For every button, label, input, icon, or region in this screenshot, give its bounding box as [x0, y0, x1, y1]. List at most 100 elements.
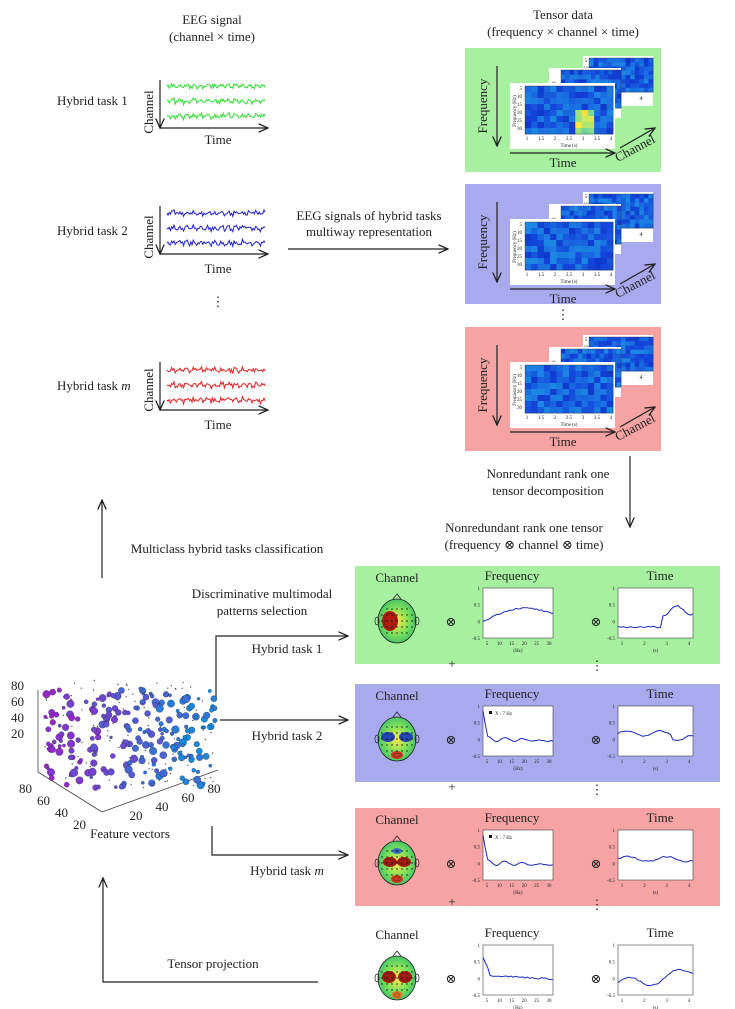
- otimes-1: ⊗: [446, 856, 457, 871]
- spectro-front-xtick: 3.5: [594, 416, 601, 421]
- scatter-point: [202, 725, 207, 730]
- discriminative-line1: Discriminative multimodal: [192, 586, 333, 601]
- scatter-point: [143, 770, 147, 775]
- spectro-front-xtick: 1.5: [538, 137, 545, 142]
- scatter-point: [66, 731, 75, 740]
- head-topomap: [374, 835, 420, 886]
- spectro-front-xtick: 2.5: [566, 137, 573, 142]
- eeg-ellipsis: ⋮: [212, 294, 225, 309]
- factor-curve: [617, 729, 694, 742]
- factor-xtick: 3: [665, 999, 668, 1004]
- tensor-header-line2: (frequency × channel × time): [487, 24, 639, 39]
- scatter-point: [169, 731, 175, 736]
- scatter-point: [94, 750, 98, 754]
- scatter-point: [103, 721, 110, 728]
- scatter-dust: [108, 779, 111, 781]
- factor-ytick: 1: [613, 829, 616, 834]
- factor-xtick: 4: [688, 999, 691, 1004]
- eeg-block-1: Channel Time: [141, 80, 268, 147]
- ellipsis-3: ⋮: [591, 897, 604, 912]
- factor-ytick: 0: [478, 862, 481, 867]
- scatter-dust: [80, 687, 82, 689]
- scatter-dust: [195, 709, 197, 711]
- scatter-dust: [85, 762, 87, 764]
- scatter-point: [148, 742, 154, 748]
- spectro-front-xtick: 1: [526, 416, 529, 421]
- scatter-dust: [122, 708, 125, 710]
- scatter-dust: [106, 735, 109, 737]
- scatter-dust: [151, 768, 153, 771]
- scatter-point: [129, 754, 139, 763]
- ellipsis-1: ⋮: [591, 658, 604, 673]
- scatter-dust: [118, 746, 120, 749]
- spectro-front-xtick: 2: [554, 273, 557, 278]
- spectro-front-ytick: 10: [517, 95, 523, 100]
- spectro-front-xtick: 4: [610, 137, 613, 142]
- factor-xtick: 2: [643, 999, 646, 1004]
- scatter-point: [155, 716, 161, 722]
- factor-ytick: 0: [613, 977, 616, 982]
- factor-xtick: 2: [643, 642, 646, 647]
- scatter-point: [196, 753, 204, 761]
- scatter-point: [182, 778, 190, 785]
- spectro-back-tick: 4: [640, 96, 643, 102]
- eegm-wave-1: [166, 365, 266, 375]
- spectro-back-tick: 4: [640, 232, 643, 238]
- scatter-z-tick: 40: [11, 710, 24, 725]
- scatter-point: [165, 716, 173, 724]
- scatter-point: [67, 739, 76, 748]
- factor-xtick: 30: [547, 760, 553, 765]
- factor-xtick: 2: [643, 760, 646, 765]
- scatter-point: [114, 785, 118, 789]
- tensor-time-label: Time: [550, 434, 577, 449]
- spectro-front-ytick: 5: [520, 366, 523, 371]
- scatter-point: [179, 775, 185, 781]
- spectro-front-xtick: 2.5: [566, 273, 573, 278]
- scatter-dust: [65, 777, 67, 779]
- scatter-point: [111, 716, 118, 724]
- scatter-z-tick: 60: [11, 694, 24, 709]
- scatter-point: [167, 699, 175, 708]
- scatter-dust: [130, 783, 132, 786]
- factor-ytick: 0.5: [474, 846, 481, 851]
- spectro-front-ylabel: Frequency (Hz): [513, 374, 518, 406]
- scatter-point: [101, 713, 106, 719]
- tensor-channel-arrow: [619, 407, 655, 428]
- factor-ytick: 0: [613, 738, 616, 743]
- factor-ytick: 0.5: [609, 604, 616, 609]
- scatter-dust: [89, 765, 92, 768]
- factor-time-label: Time: [647, 925, 674, 940]
- factor-xtick: 10: [497, 999, 503, 1004]
- factor-xtick: 1: [621, 642, 624, 647]
- tensor-panel-1: 33.54510y (Hz)Frequency (Hz)510152025301…: [465, 48, 661, 172]
- factor-curve: [617, 968, 694, 986]
- factor-channel-label: Channel: [375, 570, 419, 585]
- factor-ytick: 0: [478, 977, 481, 982]
- spectro-front-xtick: 4: [610, 273, 613, 278]
- scatter-point: [191, 768, 196, 773]
- scatter-dust: [96, 725, 99, 728]
- scatter-point: [43, 714, 48, 719]
- factor-xtick: 10: [497, 760, 503, 765]
- scatter-dust: [202, 729, 204, 731]
- scatter-point: [168, 693, 172, 698]
- factor-ytick: 0.5: [474, 961, 481, 966]
- scatter-point: [152, 702, 159, 708]
- factor-ytick: 1: [478, 587, 481, 592]
- eeg-header-line2: (channel × time): [169, 29, 255, 44]
- scatter-point: [207, 689, 212, 693]
- scatter-point: [155, 704, 164, 713]
- factor-xtick: 4: [688, 884, 691, 889]
- scatter-dust: [169, 772, 172, 775]
- scatter-point: [138, 726, 143, 732]
- factor-xtick: 30: [547, 642, 553, 647]
- scatter-dust: [125, 696, 127, 698]
- otimes-2: ⊗: [591, 971, 602, 986]
- scatter-point: [195, 769, 200, 774]
- factor-frequency-label: Frequency: [485, 925, 540, 940]
- scatter-dust: [70, 694, 73, 697]
